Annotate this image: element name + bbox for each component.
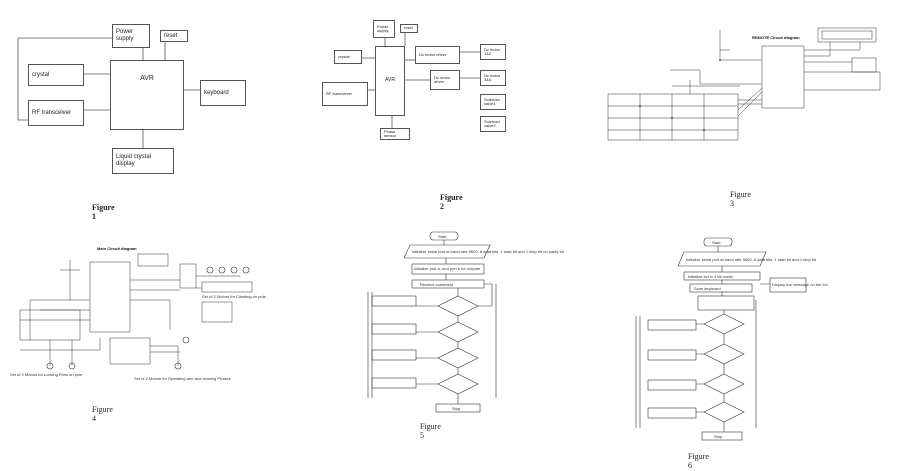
fig2-crystal-label: crystal [338, 53, 350, 59]
fig6-init: Initialize serial port at baud rate 9600… [686, 257, 817, 262]
fig2-phase-sensor-block: Phase sensor [380, 128, 410, 140]
fig2-power-label: Power supply [377, 23, 389, 33]
fig5-receive: Receive command [420, 282, 453, 287]
fig1-rf-label: RF transceiver [32, 109, 72, 116]
fig2-solenoid-2-label: Solenoid valve2 [484, 118, 500, 128]
fig1-lcd-block: Liquid crystal display [112, 148, 174, 174]
fig1-power-label: Power supply [116, 29, 134, 42]
fig6-side-note: Display the message on the lcd [772, 282, 828, 287]
fig2-solenoid-2-block: Solenoid valve2 [480, 116, 506, 132]
fig2-dc-motor-12-block: Dc motor 1&2 [480, 44, 506, 60]
fig4-title: Main Circuit diagram [97, 246, 137, 251]
fig5-ports: Initialize port a, and port b for output… [414, 266, 480, 271]
fig1-avr-label: AVR [140, 75, 154, 82]
fig2-reset-label: reset [404, 25, 413, 31]
fig1-rf-transceiver-block: RF transceiver [28, 100, 84, 126]
fig2-reset-block: reset [400, 24, 418, 33]
fig5-start: Start [438, 234, 447, 239]
fig2-crystal-block: crystal [334, 50, 362, 64]
fig1-reset-label: reset [164, 32, 178, 39]
fig2-dc-motor-34-block: Dc motor 3&4 [480, 70, 506, 86]
fig1-caption: Figure 1 [92, 203, 115, 221]
fig6-stop: Stop [714, 434, 723, 439]
fig2-rf-transceiver-block: RF transceiver [322, 82, 368, 106]
fig1-keyboard-block: keyboard [200, 80, 246, 106]
fig1-avr-block: AVR [110, 60, 184, 130]
fig2-dc-driver-1-block: Dc motor driver [415, 46, 460, 64]
fig2-dc-motor-12-label: Dc motor 1&2 [484, 46, 501, 56]
fig2-dc-driver-1-label: Dc motor driver [419, 51, 447, 57]
fig5-init: Initialize serial port at baud rate 9600… [412, 249, 565, 254]
fig1-lcd-label: Liquid crystal display [116, 154, 152, 167]
fig4-note-2: Set of 2 Motors for Operating arm and se… [134, 376, 231, 381]
fig2-phase-label: Phase sensor [384, 128, 397, 138]
fig1-crystal-label: crystal [32, 71, 50, 78]
fig2-caption: Figure 2 [440, 193, 463, 211]
fig1-keyboard-label: keyboard [204, 89, 229, 96]
fig2-avr-block: AVR [375, 46, 405, 116]
fig6-caption: Figure 6 [688, 452, 709, 470]
fig2-avr-label: AVR [385, 77, 395, 84]
fig1-crystal-block: crystal [28, 64, 84, 86]
fig3-title: REMOTE Circuit diagram [752, 35, 800, 40]
fig2-dc-driver-2-block: Dc motor driver [430, 70, 460, 90]
fig5-stop: Stop [452, 406, 461, 411]
fig4-note-3: Set of 2 Motors for Climbing on pole [202, 294, 267, 299]
fig2-dc-motor-34-label: Dc motor 3&4 [484, 72, 501, 82]
fig1-reset-block: reset [160, 30, 188, 42]
fig6-scan: Scan keyboard [694, 286, 721, 291]
fig6-start: Start [712, 240, 721, 245]
fig6-lcd: Initialize lcd in 4 bit mode [688, 274, 733, 279]
fig2-solenoid-1-label: Solenoid valve1 [484, 96, 500, 106]
fig2-rf-label: RF transceiver [326, 90, 353, 96]
fig3-caption: Figure 3 [730, 190, 751, 208]
fig2-power-supply-block: Power supply [373, 20, 395, 38]
fig4-caption: Figure 4 [92, 405, 113, 423]
fig2-solenoid-1-block: Solenoid valve1 [480, 94, 506, 110]
fig4-note-1: Set of 2 Motors for Locking Rims on pole [10, 372, 83, 377]
fig1-power-supply-block: Power supply [112, 24, 150, 48]
fig5-caption: Figure 5 [420, 422, 441, 440]
fig2-dc-driver-2-label: Dc motor driver [434, 74, 451, 84]
